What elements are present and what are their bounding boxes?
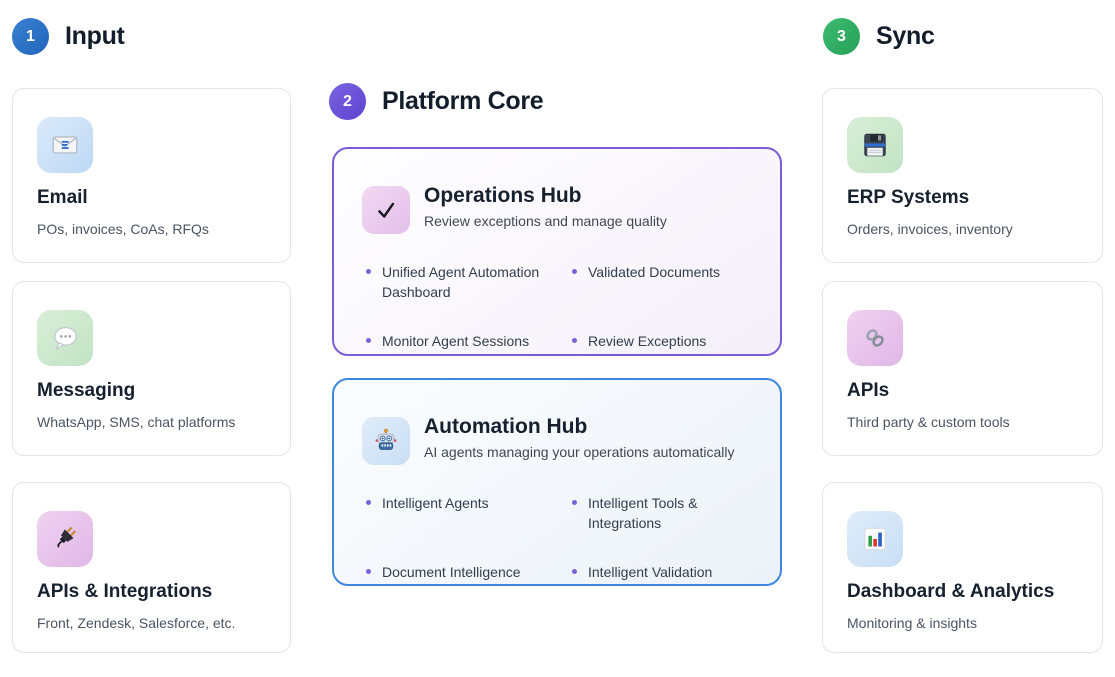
email-icon xyxy=(37,117,93,173)
bullet-item: Unified Agent Automation Dashboard xyxy=(366,262,554,303)
operations-hub-header: Operations Hub Review exceptions and man… xyxy=(362,184,752,234)
card-erp-systems: ERP Systems Orders, invoices, inventory xyxy=(822,88,1103,263)
card-apis: APIs Third party & custom tools xyxy=(822,281,1103,456)
bar-chart-icon-svg xyxy=(864,527,886,551)
plug-icon-svg xyxy=(57,526,76,548)
bullet-dot-icon xyxy=(572,568,577,574)
column-input: 1 Input Email POs, invoices, CoAs, RFQs xyxy=(12,0,291,677)
bullet-dot-icon xyxy=(572,500,577,505)
card-title: Dashboard & Analytics xyxy=(847,581,1055,602)
bullet-dot-icon xyxy=(572,337,577,343)
hub-title: Automation Hub xyxy=(424,415,588,438)
email-icon-svg xyxy=(52,136,78,154)
check-icon-svg xyxy=(378,202,395,218)
message-balloon-icon xyxy=(37,310,93,366)
bullet-item: Document Intelligence xyxy=(366,562,554,582)
card-title: APIs xyxy=(847,380,890,401)
step-1-badge: 1 xyxy=(12,18,49,55)
hub-subtitle: AI agents managing your operations autom… xyxy=(424,444,735,460)
card-subtitle: WhatsApp, SMS, chat platforms xyxy=(37,414,236,430)
automation-hub-titles: Automation Hub AI agents managing your o… xyxy=(424,415,735,460)
operations-hub-card: Operations Hub Review exceptions and man… xyxy=(332,147,782,356)
card-subtitle: Third party & custom tools xyxy=(847,414,1010,430)
floppy-disk-icon xyxy=(847,117,903,173)
plug-icon xyxy=(37,511,93,567)
bullet-item: Intelligent Tools & Integrations xyxy=(572,493,760,534)
floppy-disk-icon-svg xyxy=(864,133,886,157)
operations-hub-bullets: Unified Agent Automation Dashboard Valid… xyxy=(366,262,760,351)
card-apis-integrations: APIs & Integrations Front, Zendesk, Sale… xyxy=(12,482,291,653)
column-title-core: Platform Core xyxy=(382,87,544,115)
card-title: Email xyxy=(37,187,88,208)
step-header-input: 1 Input xyxy=(12,18,125,55)
bullet-item: Intelligent Validation xyxy=(572,562,760,582)
bullet-dot-icon xyxy=(366,269,371,274)
operations-hub-titles: Operations Hub Review exceptions and man… xyxy=(424,184,667,229)
robot-icon-svg xyxy=(375,428,397,450)
bullet-label: Monitor Agent Sessions xyxy=(382,332,530,349)
card-messaging: Messaging WhatsApp, SMS, chat platforms xyxy=(12,281,291,456)
step-3-badge: 3 xyxy=(823,18,860,55)
bullet-item: Monitor Agent Sessions xyxy=(366,331,554,351)
link-icon-svg xyxy=(866,329,884,347)
automation-hub-bullets: Intelligent Agents Intelligent Tools & I… xyxy=(366,493,760,582)
card-title: Messaging xyxy=(37,380,136,401)
card-subtitle: POs, invoices, CoAs, RFQs xyxy=(37,221,209,237)
message-balloon-icon-svg xyxy=(54,326,77,351)
card-subtitle: Front, Zendesk, Salesforce, etc. xyxy=(37,615,236,631)
bullet-label: Intelligent Validation xyxy=(588,563,713,580)
bullet-label: Review Exceptions xyxy=(588,332,707,349)
card-email: Email POs, invoices, CoAs, RFQs xyxy=(12,88,291,263)
step-header-core: 2 Platform Core xyxy=(329,83,544,120)
bullet-dot-icon xyxy=(366,500,371,505)
card-subtitle: Monitoring & insights xyxy=(847,615,977,631)
column-platform-core: 2 Platform Core Operations Hub Review ex… xyxy=(329,0,782,677)
bullet-dot-icon xyxy=(366,337,371,343)
bullet-item: Review Exceptions xyxy=(572,331,760,351)
card-subtitle: Orders, invoices, inventory xyxy=(847,221,1013,237)
bullet-label: Intelligent Agents xyxy=(382,495,489,511)
step-header-sync: 3 Sync xyxy=(823,18,935,55)
column-sync: 3 Sync ERP Systems Orders, invoices, inv… xyxy=(822,0,1103,677)
bar-chart-icon xyxy=(847,511,903,567)
bullet-dot-icon xyxy=(572,269,577,274)
column-title-sync: Sync xyxy=(876,22,935,50)
card-dashboard-analytics: Dashboard & Analytics Monitoring & insig… xyxy=(822,482,1103,653)
bullet-label: Validated Documents xyxy=(588,264,721,280)
robot-icon xyxy=(362,417,410,465)
hub-subtitle: Review exceptions and manage quality xyxy=(424,213,667,229)
bullet-label: Intelligent Tools & Integrations xyxy=(588,495,698,532)
step-2-badge: 2 xyxy=(329,83,366,120)
card-title: ERP Systems xyxy=(847,187,970,208)
automation-hub-card: Automation Hub AI agents managing your o… xyxy=(332,378,782,586)
link-icon xyxy=(847,310,903,366)
automation-hub-header: Automation Hub AI agents managing your o… xyxy=(362,415,752,465)
card-title: APIs & Integrations xyxy=(37,581,213,602)
bullet-item: Intelligent Agents xyxy=(366,493,554,534)
column-title-input: Input xyxy=(65,22,125,50)
check-icon xyxy=(362,186,410,234)
bullet-item: Validated Documents xyxy=(572,262,760,303)
bullet-label: Document Intelligence xyxy=(382,563,521,580)
bullet-dot-icon xyxy=(366,568,371,574)
hub-title: Operations Hub xyxy=(424,184,582,207)
bullet-label: Unified Agent Automation Dashboard xyxy=(382,264,540,301)
